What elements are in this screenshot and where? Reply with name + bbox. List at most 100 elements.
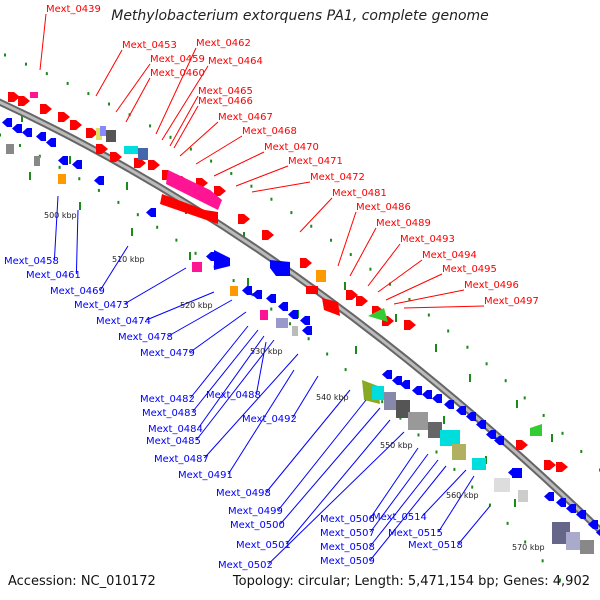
track-dot (194, 251, 197, 255)
reverse-gene-arrow (566, 504, 576, 513)
forward-callout-line (115, 63, 151, 113)
forward-gene-arrow (262, 230, 274, 240)
track-dot (78, 177, 81, 181)
forward-gene-label: Mext_0486 (356, 202, 411, 213)
track-dot (504, 379, 507, 383)
track-dot (169, 135, 172, 139)
reverse-callout-line (124, 267, 187, 305)
track-dot (471, 485, 474, 489)
forward-gene-arrow (544, 460, 556, 470)
backbone-highlight (0, 100, 600, 533)
forward-callout-line (251, 181, 311, 193)
track-dot (506, 521, 509, 525)
reverse-gene-arrow (302, 326, 312, 335)
track-dot (542, 413, 545, 417)
forward-gene-label: Mext_0453 (122, 40, 177, 51)
reverse-gene-box (230, 286, 238, 296)
reverse-gene-label: Mext_0507 (320, 528, 375, 539)
backbone-layer (0, 98, 600, 536)
track-dot (310, 224, 313, 228)
forward-gene-arrow (40, 104, 52, 114)
reverse-gene-label: Mext_0506 (320, 514, 375, 525)
forward-gene-arrow (404, 320, 416, 330)
forward-gene-label: Mext_0470 (264, 142, 319, 153)
reverse-callout-line (278, 399, 367, 511)
track-dot (523, 396, 526, 400)
track-dot (250, 184, 253, 188)
track-dot (399, 416, 402, 420)
reverse-gene-block (452, 444, 466, 460)
track-dot (24, 62, 27, 66)
forward-callout-line (393, 289, 465, 305)
reverse-gene-label: Mext_0501 (236, 540, 291, 551)
tick-dash (551, 434, 553, 442)
reverse-gene-label: Mext_0515 (388, 528, 443, 539)
forward-gene-label: Mext_0464 (208, 56, 263, 67)
reverse-gene-block (440, 430, 460, 446)
track-dot (417, 433, 420, 437)
reverse-gene-box (6, 144, 14, 154)
track-dot (149, 124, 152, 128)
forward-gene-block (166, 170, 222, 210)
forward-gene-label: Mext_0468 (242, 126, 297, 137)
reverse-gene-arrow (476, 420, 486, 429)
reverse-gene-label: Mext_0502 (218, 560, 273, 571)
reverse-gene-arrow (486, 430, 496, 439)
tick-dash (355, 346, 357, 354)
forward-gene-label: Mext_0495 (442, 264, 497, 275)
reverse-gene-label: Mext_0499 (228, 506, 283, 517)
reverse-gene-label: Mext_0509 (320, 556, 375, 567)
track-dot (330, 238, 333, 242)
forward-gene-arrow (110, 152, 122, 162)
reverse-gene-arrow (242, 286, 252, 295)
track-dot (388, 282, 391, 286)
reverse-gene-block (372, 386, 384, 400)
reverse-gene-box (276, 318, 288, 328)
accession-text: Accession: NC_010172 (8, 574, 156, 589)
reverse-callout-line (268, 431, 405, 565)
reverse-callout-line (99, 245, 129, 291)
forward-gene-box (316, 270, 326, 282)
forward-gene-block (160, 194, 218, 224)
reverse-gene-box (292, 326, 298, 336)
reverse-callout-line (280, 407, 381, 525)
reverse-gene-box (192, 262, 202, 272)
reverse-gene-label: Mext_0485 (146, 436, 201, 447)
reverse-callout-line (437, 475, 475, 533)
reverse-callout-line (146, 291, 215, 321)
reverse-gene-label: Mext_0474 (96, 316, 151, 327)
track-dot (435, 450, 438, 454)
reverse-callout-line (369, 447, 419, 519)
track-dot (117, 200, 120, 204)
forward-gene-arrow (148, 160, 160, 170)
reverse-gene-arrow (22, 128, 32, 137)
reverse-callout-line (266, 389, 351, 493)
reverse-gene-label: Mext_0484 (148, 424, 203, 435)
reverse-gene-block (494, 478, 510, 492)
tick-dash (443, 416, 445, 424)
reverse-gene-block (472, 458, 486, 470)
reverse-gene-arrow (278, 302, 288, 311)
reverse-callout-line (369, 453, 429, 533)
kbp-tick-label: 540 kbp (316, 393, 349, 402)
track-dot (270, 307, 273, 311)
forward-gene-label: Mext_0467 (218, 112, 273, 123)
forward-gene-arrow (96, 144, 108, 154)
forward-gene-arrow (70, 120, 82, 130)
reverse-gene-label: Mext_0487 (154, 454, 209, 465)
forward-callout-line (125, 77, 151, 123)
reverse-gene-arrow (12, 124, 22, 133)
reverse-gene-arrow (400, 380, 410, 389)
reverse-gene-arrow (412, 386, 422, 395)
kbp-tick-label: 510 kbp (112, 255, 145, 264)
track-dot (156, 225, 159, 229)
reverse-callout-line (370, 459, 439, 547)
forward-callout-line (403, 305, 485, 309)
reverse-gene-label: Mext_0478 (118, 332, 173, 343)
forward-callout-line (39, 13, 47, 71)
reverse-gene-arrow (206, 252, 216, 261)
forward-gene-block (322, 298, 340, 316)
reverse-gene-label: Mext_0473 (74, 300, 129, 311)
reverse-gene-label: Mext_0469 (50, 286, 105, 297)
reverse-gene-block (566, 532, 580, 550)
